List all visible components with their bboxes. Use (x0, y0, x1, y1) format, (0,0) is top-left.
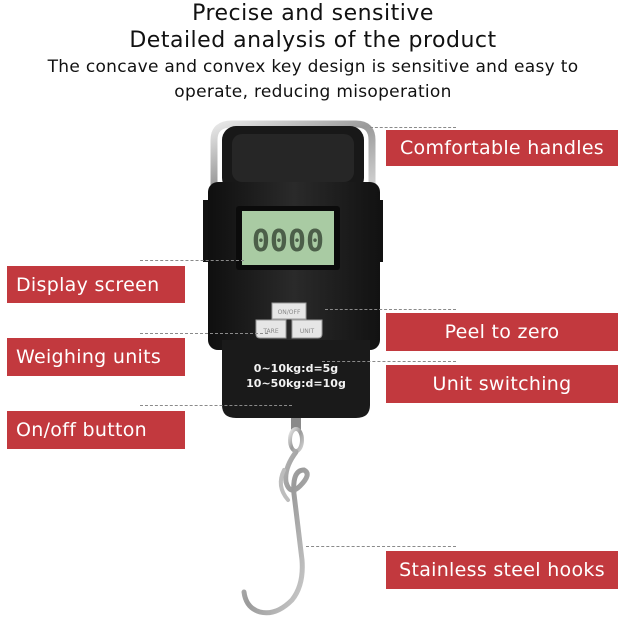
power-button (271, 302, 307, 320)
headline: Precise and sensitive (192, 1, 434, 26)
callout-display-screen: Display screen (7, 266, 185, 303)
subheadline: Detailed analysis of the product (129, 28, 497, 53)
leader-on-off (140, 405, 292, 406)
callout-peel-to-zero: Peel to zero (386, 313, 618, 351)
steel-hook (241, 449, 310, 616)
range-line-2: 10~50kg:d=10g (246, 377, 346, 390)
callout-on-off-button: On/off button (7, 411, 185, 449)
hook-ring (288, 427, 304, 453)
hook-swivel (291, 418, 301, 430)
leader-peel (325, 309, 456, 310)
lcd-screen (242, 211, 334, 265)
tare-button-label: TARE (262, 328, 278, 335)
leader-hooks (306, 546, 456, 547)
callout-unit-switching: Unit switching (386, 365, 618, 403)
leader-weighing-units (140, 333, 268, 334)
leader-display (140, 260, 244, 261)
lcd-reading: 0000 (252, 224, 324, 259)
handle-bracket (210, 120, 376, 185)
description-line-1: The concave and convex key design is sen… (47, 57, 579, 77)
unit-button (291, 319, 323, 339)
power-button-label: ON/OFF (278, 309, 301, 316)
range-line-1: 0~10kg:d=5g (254, 362, 338, 375)
unit-button-label: UNIT (300, 328, 315, 335)
callout-stainless-steel-hooks: Stainless steel hooks (386, 551, 618, 589)
callout-comfortable-handles: Comfortable handles (386, 130, 618, 166)
leader-handles (370, 127, 456, 128)
scale-lower-body (222, 340, 370, 418)
description-line-2: operate, reducing misoperation (174, 82, 452, 102)
leader-unit-switching (322, 361, 456, 362)
callout-weighing-units: Weighing units (7, 338, 185, 376)
